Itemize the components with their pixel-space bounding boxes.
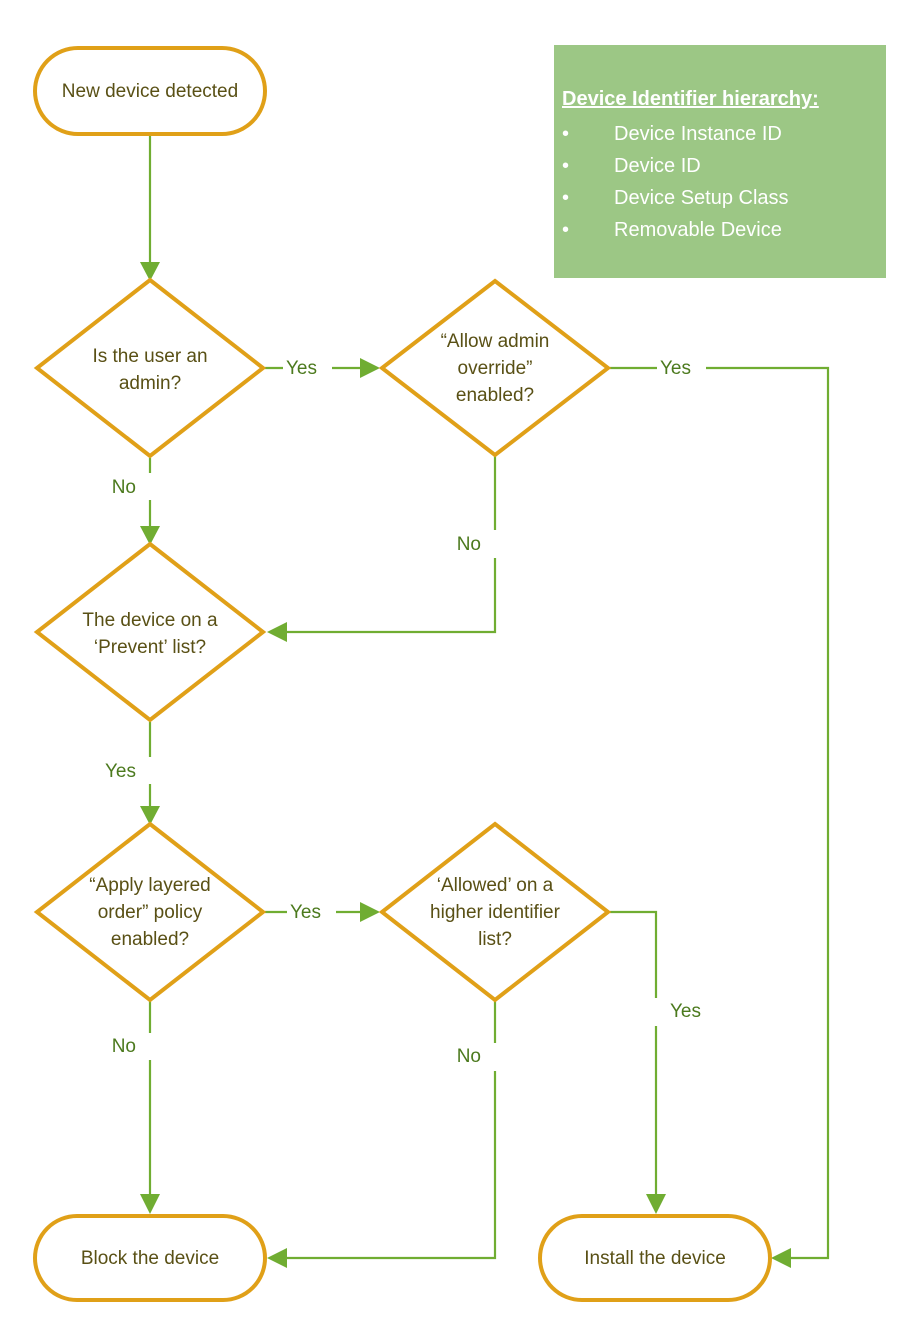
node-apply-layered-order-policy-enabled[interactable]: “Apply layered order” policy enabled? [33, 821, 267, 1003]
arrowhead-icon [140, 1194, 160, 1214]
edge-is-user-admin-no-to-prevent-list: No [112, 458, 160, 545]
decision-shape [33, 541, 267, 723]
bullet-icon: • [562, 187, 569, 209]
legend-item-label: Device Instance ID [614, 123, 782, 145]
terminator-shape [538, 1214, 772, 1302]
legend-item-label: Device ID [614, 155, 701, 177]
node-label-line-2: admin? [119, 373, 181, 394]
edge-label-yes: Yes [290, 902, 321, 923]
edge-label-yes: Yes [670, 1001, 701, 1022]
node-install-the-device[interactable]: Install the device [538, 1214, 772, 1302]
edge-allow-admin-override-no-to-prevent-list: No [267, 455, 497, 642]
node-label-line-2: override” [458, 358, 533, 379]
edge-label-yes: Yes [660, 358, 691, 379]
legend-item-label: Removable Device [614, 219, 782, 241]
edge-allowed-higher-list-no-to-block: No [267, 1000, 497, 1268]
node-is-the-user-an-admin[interactable]: Is the user an admin? [33, 277, 267, 459]
node-allowed-on-higher-identifier-list[interactable]: ‘Allowed’ on a higher identifier list? [378, 821, 612, 1003]
bullet-icon: • [562, 155, 569, 177]
node-new-device-detected[interactable]: New device detected [33, 46, 267, 136]
edge-allowed-higher-list-yes-to-install: Yes [610, 910, 701, 1214]
edge-label-no: No [112, 1036, 136, 1057]
decision-shape [33, 821, 267, 1003]
arrowhead-icon [140, 526, 160, 545]
node-label-line-1: “Allow admin [441, 331, 550, 352]
arrowhead-icon [360, 358, 380, 378]
edge-allow-admin-override-yes-to-install: Yes [610, 358, 830, 1268]
arrowhead-icon [140, 806, 160, 825]
bullet-icon: • [562, 123, 569, 145]
edge-start-to-is-user-admin [140, 136, 160, 281]
node-label-line-2: higher identifier [430, 902, 561, 923]
terminator-shape [33, 1214, 267, 1302]
decision-shape [378, 821, 612, 1003]
node-label-line-1: ‘Allowed’ on a [437, 875, 554, 896]
arrowhead-icon [646, 1194, 666, 1214]
node-label: New device detected [62, 81, 238, 102]
node-device-on-prevent-list[interactable]: The device on a ‘Prevent’ list? [33, 541, 267, 723]
node-allow-admin-override-enabled[interactable]: “Allow admin override” enabled? [378, 278, 612, 458]
node-label-line-3: list? [478, 929, 512, 950]
node-label-line-2: order” policy [98, 902, 203, 923]
terminator-shape [33, 46, 267, 136]
edge-line [610, 910, 658, 998]
node-label: Install the device [584, 1248, 726, 1269]
decision-shape [378, 278, 612, 458]
legend-item-label: Device Setup Class [614, 187, 789, 209]
edge-label-yes: Yes [286, 358, 317, 379]
edge-is-user-admin-yes-to-allow-admin-override: Yes [265, 358, 380, 379]
node-label-line-1: Is the user an [92, 346, 207, 367]
edge-line [281, 1071, 497, 1260]
edge-label-yes: Yes [105, 761, 136, 782]
edge-apply-layered-order-no-to-block: No [112, 1000, 160, 1214]
bullet-icon: • [562, 219, 569, 241]
edge-line [281, 558, 497, 634]
arrowhead-icon [140, 262, 160, 281]
arrowhead-icon [360, 902, 380, 922]
arrowhead-icon [267, 1248, 287, 1268]
legend-title: Device Identifier hierarchy: [562, 88, 819, 110]
edge-prevent-list-yes-to-apply-layered-order: Yes [105, 722, 160, 825]
node-label-line-2: ‘Prevent’ list? [94, 637, 206, 658]
node-label-line-3: enabled? [111, 929, 189, 950]
legend-device-identifier-hierarchy: Device Identifier hierarchy: • Device In… [554, 45, 886, 278]
node-label-line-1: The device on a [82, 610, 218, 631]
edge-line [706, 366, 830, 1260]
edge-label-no: No [112, 477, 136, 498]
edge-label-no: No [457, 1046, 481, 1067]
node-label-line-1: “Apply layered [89, 875, 210, 896]
arrowhead-icon [771, 1248, 791, 1268]
node-block-the-device[interactable]: Block the device [33, 1214, 267, 1302]
edge-apply-layered-order-yes-to-allowed-higher-list: Yes [265, 902, 380, 923]
node-label: Block the device [81, 1248, 219, 1269]
node-label-line-3: enabled? [456, 385, 534, 406]
decision-shape [33, 277, 267, 459]
edge-label-no: No [457, 534, 481, 555]
legend-background [554, 45, 886, 278]
arrowhead-icon [267, 622, 287, 642]
